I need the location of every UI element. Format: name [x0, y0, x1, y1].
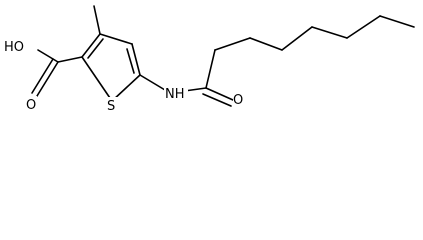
- bond-chain-5: [311, 26, 348, 39]
- bond-ring-c2-c3-b: [87, 38, 104, 59]
- bond-ring-c5-s: [111, 74, 141, 102]
- bond-acid-c-o-a: [36, 61, 59, 97]
- bond-ring-c4-c5-a: [131, 43, 141, 76]
- bond-methyl: [93, 5, 101, 35]
- bond-ring-c4-c5-b: [126, 48, 135, 74]
- structure-canvas: HO O S NH O: [3, 5, 415, 114]
- bond-carbonyl-o-b: [202, 93, 232, 107]
- bond-chain-7: [379, 15, 415, 28]
- atom-label-amide-oxygen: O: [233, 93, 243, 108]
- bond-acid-c-o-b: [31, 58, 54, 94]
- atom-label-sulfur: S: [107, 99, 115, 114]
- bond-chain-6: [346, 15, 381, 39]
- bond-ring-c3-c4: [99, 33, 133, 45]
- bond-acid-c-oh: [37, 49, 59, 63]
- atom-label-acid-oxygen: O: [26, 98, 36, 113]
- bond-ring-s-c2: [81, 56, 113, 102]
- bond-chain-4: [281, 26, 313, 51]
- bond-carbonyl-o-a: [205, 87, 234, 101]
- bond-ring-c2-c3-a: [81, 33, 101, 58]
- bond-chain-2: [214, 37, 251, 51]
- atom-label-amide-nh: NH: [165, 87, 185, 102]
- molecule-drawing: HO O S NH O: [3, 5, 415, 114]
- bond-chain-1: [205, 49, 216, 89]
- bond-acid-c-ring: [57, 56, 83, 63]
- atom-label-hydroxyl: HO: [4, 40, 24, 55]
- bond-chain-3: [249, 37, 283, 51]
